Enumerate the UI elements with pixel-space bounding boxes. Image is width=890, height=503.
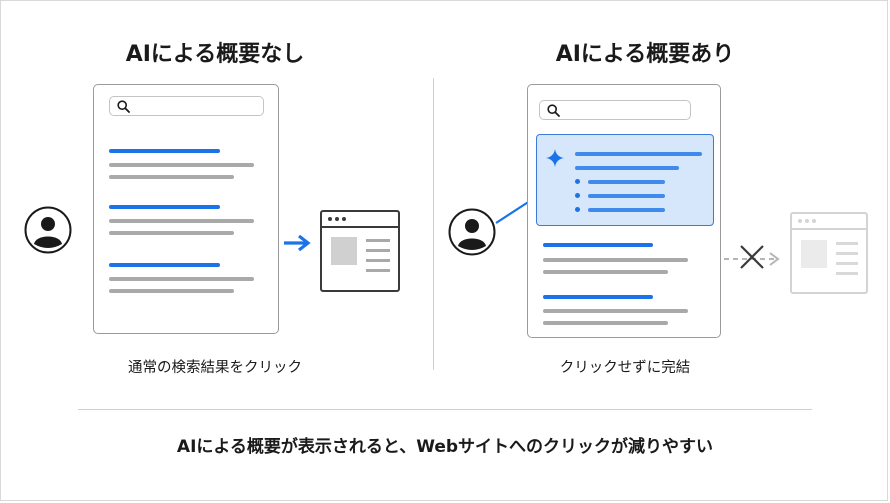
result-title-line[interactable] <box>543 243 653 247</box>
ai-bullet-line <box>588 208 665 212</box>
bullet-dot <box>575 207 580 212</box>
result-snippet-line <box>109 219 254 223</box>
ai-overview-box <box>536 134 714 226</box>
footer-statement: AIによる概要が表示されると、Webサイトへのクリックが減りやすい <box>176 437 714 457</box>
left-title: AIによる概要なし <box>125 42 305 67</box>
bullet-dot <box>575 193 580 198</box>
result-snippet-line <box>109 277 254 281</box>
bullet-dot <box>575 179 580 184</box>
result-title-line[interactable] <box>109 149 220 153</box>
ai-bullet-line <box>588 180 665 184</box>
search-icon <box>117 100 130 113</box>
browser-window-icon <box>320 210 400 292</box>
result-title-line[interactable] <box>109 263 220 267</box>
horizontal-divider <box>78 409 812 410</box>
ai-bullet-line <box>588 194 665 198</box>
result-snippet-line <box>543 309 688 313</box>
search-icon <box>547 104 560 117</box>
ai-summary-line <box>575 152 702 156</box>
result-snippet-line <box>543 258 688 262</box>
result-snippet-line <box>109 231 234 235</box>
result-snippet-line <box>543 321 668 325</box>
result-snippet-line <box>109 163 254 167</box>
result-snippet-line <box>109 289 234 293</box>
search-bar[interactable] <box>109 96 264 116</box>
vertical-divider <box>433 78 434 370</box>
user-avatar-icon <box>24 206 72 254</box>
blocked-dashed-arrow <box>722 246 784 272</box>
result-title-line[interactable] <box>109 205 220 209</box>
search-results-panel <box>93 84 279 334</box>
right-caption: クリックせずに完結 <box>559 360 691 376</box>
browser-window-icon <box>790 212 868 294</box>
right-title: AIによる概要あり <box>555 42 735 67</box>
arrow-right-icon <box>283 233 313 253</box>
user-avatar-icon <box>448 208 496 256</box>
search-bar[interactable] <box>539 100 691 120</box>
left-caption: 通常の検索結果をクリック <box>128 360 302 376</box>
ai-summary-line <box>575 166 679 170</box>
result-title-line[interactable] <box>543 295 653 299</box>
cross-icon <box>738 243 766 271</box>
result-snippet-line <box>543 270 668 274</box>
sparkle-icon <box>546 149 564 167</box>
result-snippet-line <box>109 175 234 179</box>
